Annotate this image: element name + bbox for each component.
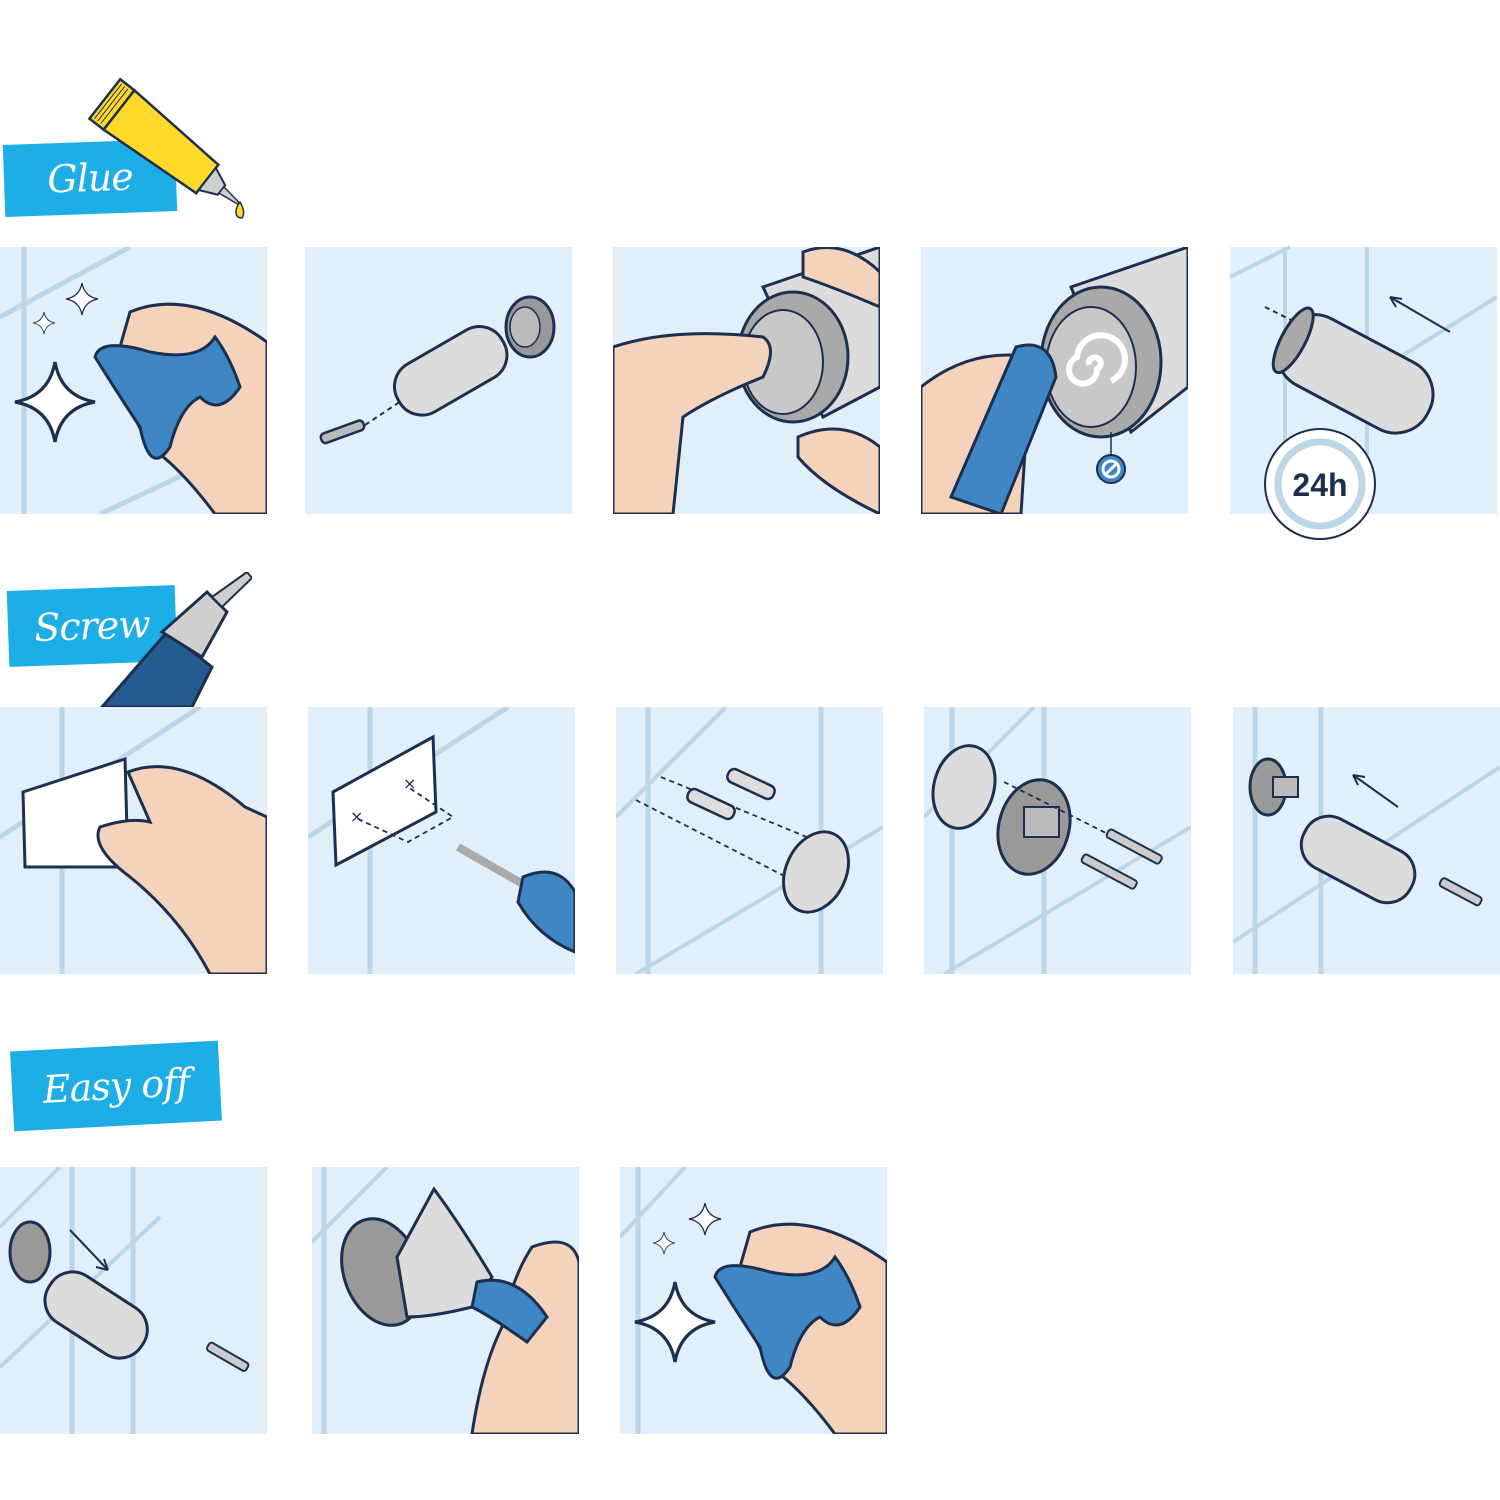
mount-icon	[1248, 757, 1299, 817]
svg-text:×: ×	[350, 807, 363, 826]
sparkle-icon	[13, 282, 99, 444]
glue-step-5-panel: 24h	[1229, 245, 1499, 540]
holder-icon	[393, 325, 509, 417]
adapter-disc-icon	[8, 1220, 52, 1284]
easy-off-step-3-panel	[620, 1167, 887, 1434]
svg-text:×: ×	[403, 774, 416, 793]
holder-icon	[1299, 814, 1417, 905]
no-symbol-icon	[1096, 454, 1126, 484]
screw-icon	[1438, 877, 1483, 907]
section-label-text: Easy off	[41, 1060, 191, 1112]
section-label-easy-off: Easy off	[10, 1040, 222, 1132]
screw-step-3-panel	[616, 707, 883, 974]
scraper-icon	[395, 1186, 494, 1319]
glue-step-1-panel	[0, 247, 267, 514]
dowel-icon	[686, 767, 776, 821]
glue-step-2-panel	[305, 247, 572, 514]
mount-icon	[996, 778, 1072, 876]
glue-step-4-panel	[921, 247, 1188, 514]
glue-tube-icon	[70, 62, 255, 227]
plate-icon	[931, 744, 997, 830]
sparkle-icon	[633, 1202, 722, 1364]
drill-bit-icon	[456, 843, 575, 954]
glue-tube-icon	[948, 343, 1058, 514]
glue-step-3-panel	[613, 247, 880, 514]
plate-icon	[782, 830, 850, 914]
hand-icon	[613, 332, 772, 514]
paper-template-icon	[331, 734, 438, 868]
screw-icon	[319, 419, 366, 445]
arrow-icon	[69, 1229, 109, 1271]
screw-step-1-panel	[0, 707, 267, 974]
screw-step-2-panel: × ×	[308, 707, 575, 974]
spiral-icon	[1066, 332, 1128, 387]
hand-icon	[96, 765, 267, 974]
arrow-icon	[1352, 774, 1399, 808]
easy-off-step-1-panel	[0, 1167, 267, 1434]
easy-off-step-2-panel	[312, 1167, 579, 1434]
adapter-disc-icon	[504, 295, 556, 359]
cloth-icon	[93, 334, 242, 460]
holder-icon	[1271, 306, 1435, 435]
drill-icon	[92, 570, 254, 709]
screw-step-4-panel	[924, 707, 1191, 974]
svg-text:24h: 24h	[1292, 467, 1347, 503]
adapter-icon	[736, 290, 850, 424]
screw-icon	[1080, 828, 1163, 890]
screw-icon	[206, 1341, 250, 1372]
holder-icon	[43, 1270, 149, 1360]
timer-icon: 24h	[1264, 428, 1376, 540]
cloth-icon	[713, 1254, 862, 1380]
arrow-icon	[1389, 296, 1451, 333]
screw-step-5-panel	[1233, 707, 1500, 974]
